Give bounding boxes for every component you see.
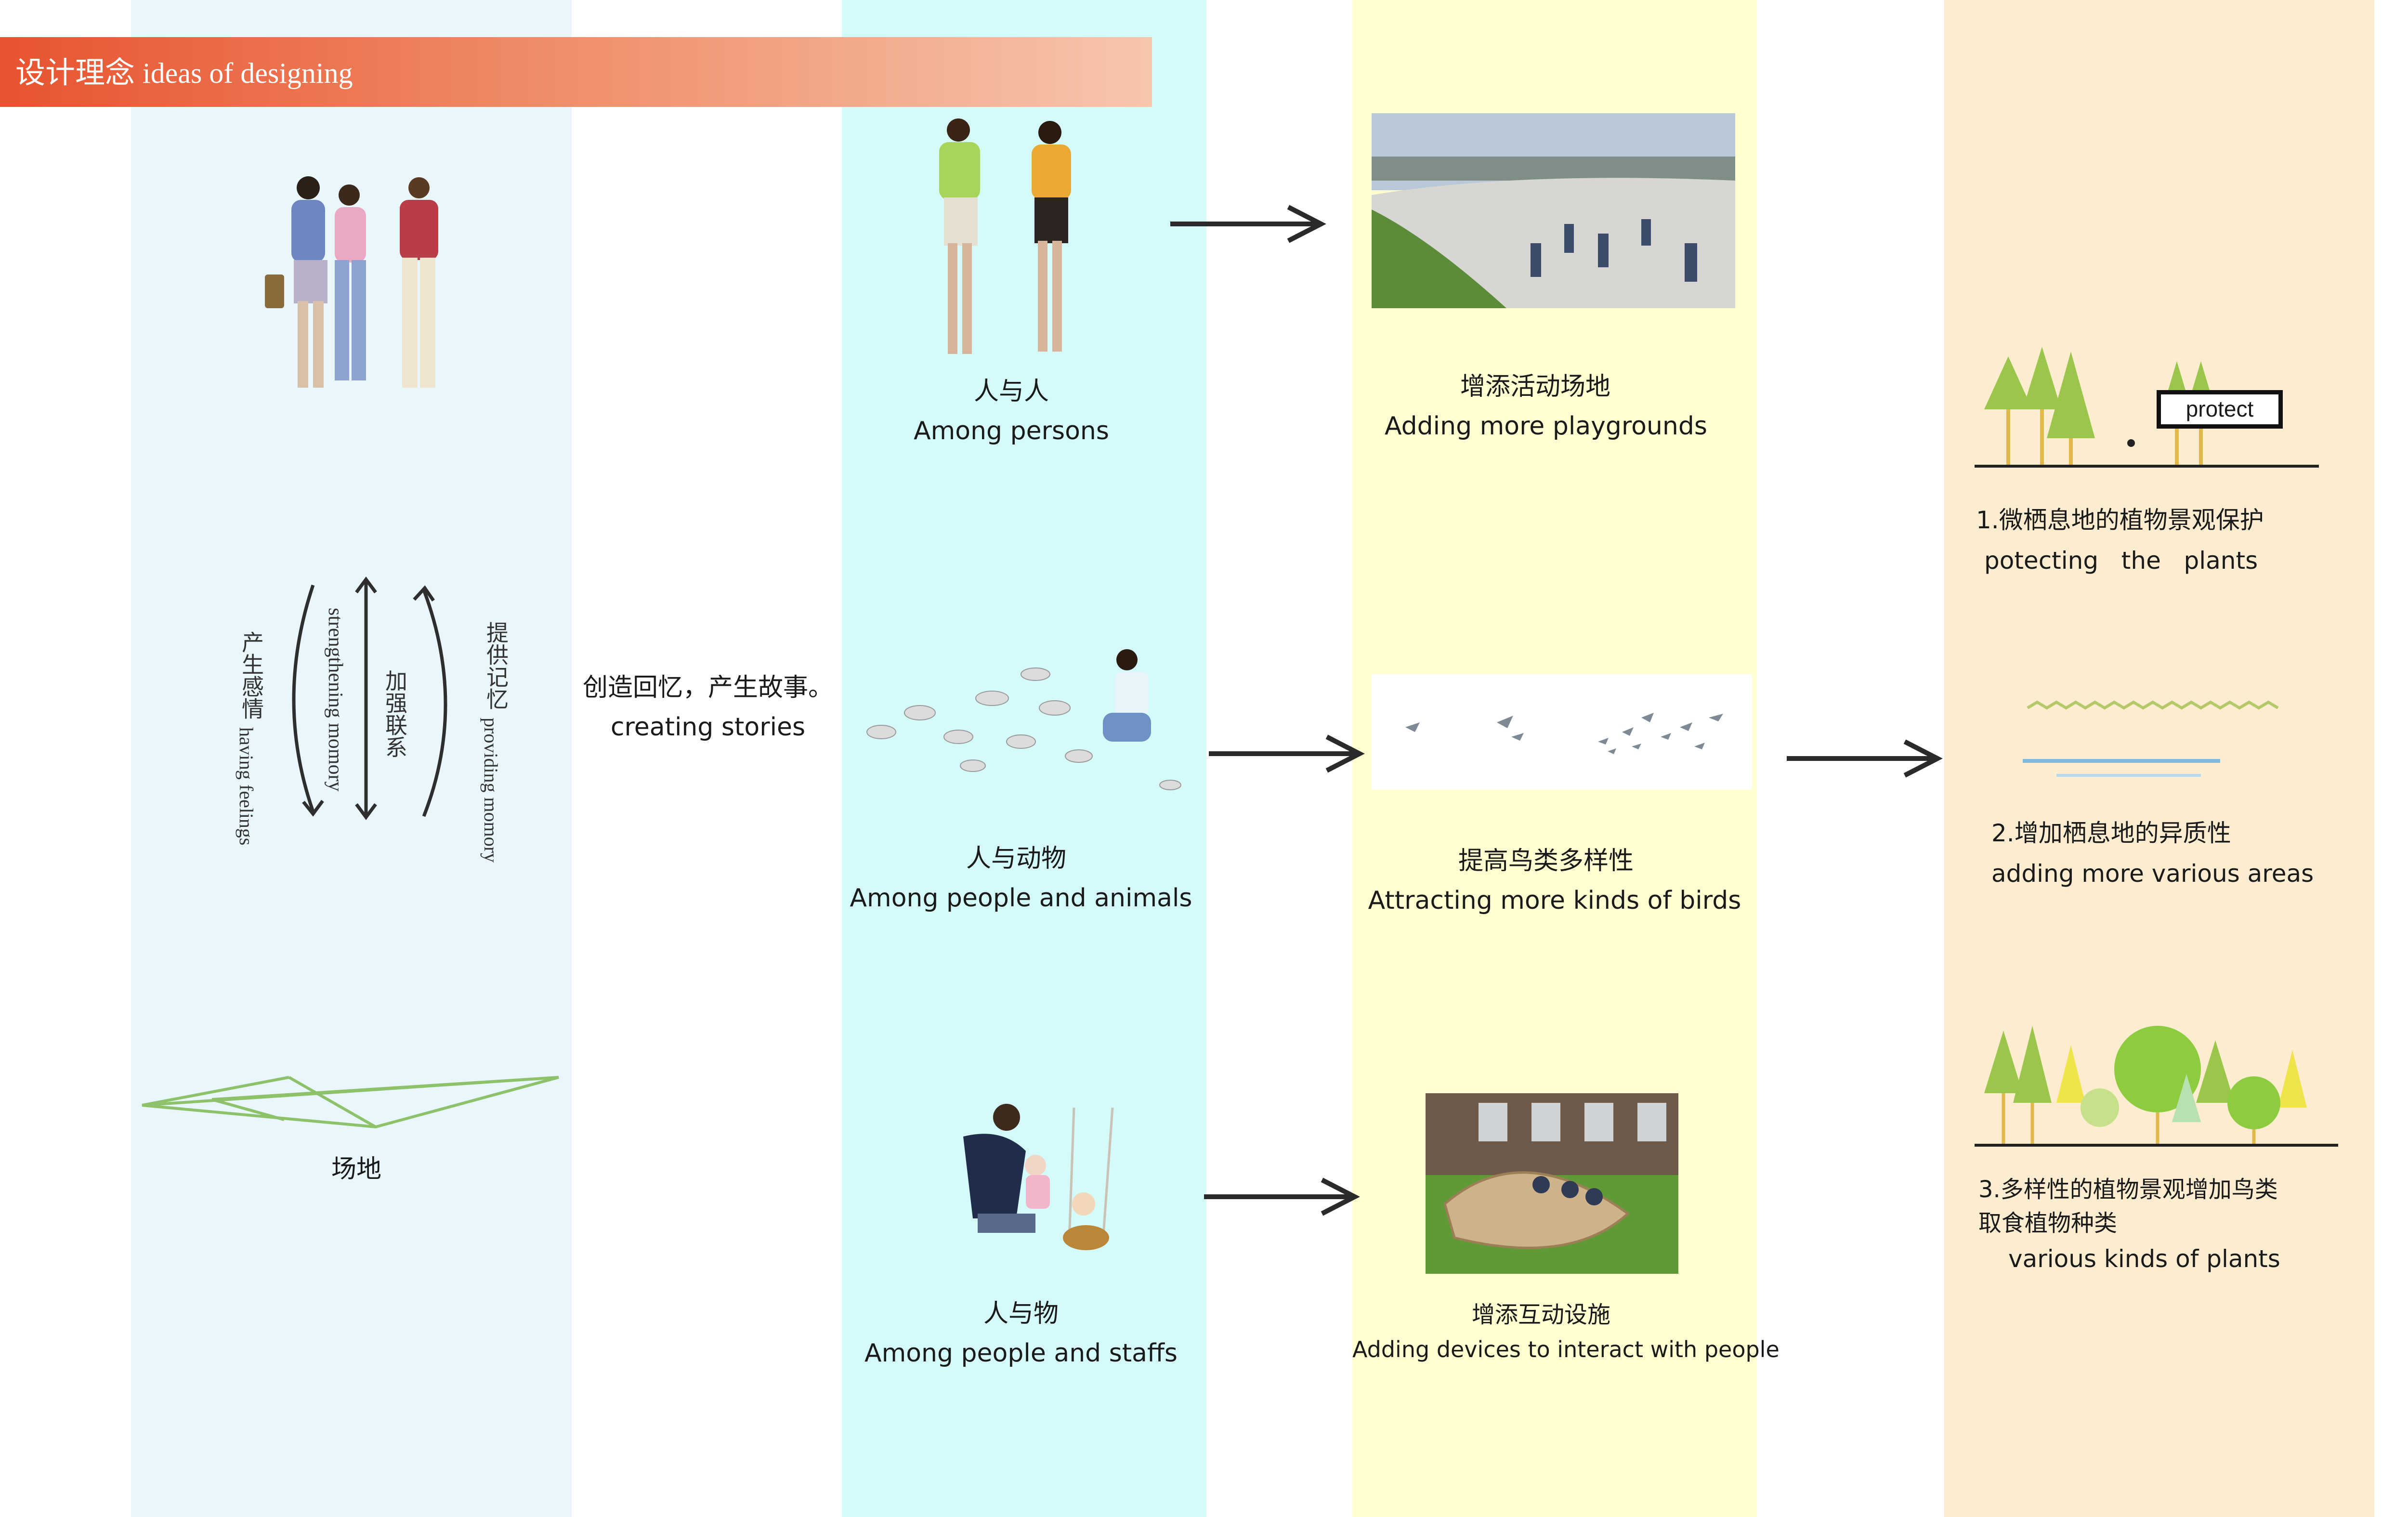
stories-en: creating stories <box>610 713 806 742</box>
goal-1-en: potecting the plants <box>1984 547 2258 575</box>
birds-in-flight-image <box>1372 674 1752 790</box>
diverse-plants-illustration <box>1975 1026 2338 1147</box>
woman-3 <box>400 177 438 388</box>
woman-feeding-pigeons-illustration <box>866 649 1181 790</box>
memory-right-inner: providing momory <box>480 718 502 863</box>
memory-left-inner: having feelings <box>236 727 257 846</box>
protect-sign: protect <box>2157 390 2283 429</box>
effect-3-en: Adding devices to interact with people <box>1352 1336 1780 1362</box>
relation-3-en: Among people and staffs <box>864 1339 1178 1368</box>
arrow-birds <box>1209 734 1365 773</box>
band-goals <box>1944 0 2374 1517</box>
woman-1 <box>265 176 327 388</box>
relation-2-en: Among people and animals <box>850 884 1192 913</box>
memory-loop-arrows <box>292 576 447 820</box>
effect-1-en: Adding more playgrounds <box>1384 412 1707 441</box>
memory-center-outer: strengthening momory <box>324 608 346 792</box>
memory-left-outer: 产生感情 <box>239 631 263 719</box>
memory-center-inner: 加强联系 <box>382 669 407 758</box>
stories-cn: 创造回忆，产生故事。 <box>582 673 833 702</box>
playground-photo <box>1372 113 1735 308</box>
protect-sign-label: protect <box>2186 396 2254 421</box>
effect-2-cn: 提高鸟类多样性 <box>1458 847 1634 876</box>
walking-women-illustration <box>265 176 438 388</box>
goal-3-en: various kinds of plants <box>2008 1245 2280 1273</box>
goal-2-en: adding more various areas <box>1991 860 2314 888</box>
relation-1-cn: 人与人 <box>973 377 1049 406</box>
goal-2-cn: 2.增加栖息地的异质性 <box>1991 819 2231 847</box>
site-plan-outline <box>142 1076 559 1129</box>
two-women-illustration <box>939 118 1071 354</box>
woman-2 <box>335 184 366 380</box>
left-curved-arrow <box>292 584 315 812</box>
right-curved-arrow <box>422 589 447 817</box>
goal-1-cn: 1.微栖息地的植物景观保护 <box>1976 506 2264 534</box>
habitat-lines-illustration <box>2023 700 2279 777</box>
effect-2-en: Attracting more kinds of birds <box>1368 886 1741 915</box>
header-title-en: ideas of designing <box>143 57 353 89</box>
effect-1-cn: 增添活动场地 <box>1460 372 1610 401</box>
arrow-to-goals <box>1787 739 1943 778</box>
goal-3-cn: 3.多样性的植物景观增加鸟类 取食植物种类 <box>1978 1176 2278 1237</box>
effect-3-cn: 增添互动设施 <box>1471 1301 1610 1328</box>
header-bar <box>0 37 1152 107</box>
arrow-playgrounds <box>1170 205 1326 243</box>
interactive-device-photo <box>1426 1093 1678 1274</box>
relation-1-en: Among persons <box>914 417 1109 445</box>
memory-right-outer: 提供记忆 <box>484 621 508 710</box>
relation-2-cn: 人与动物 <box>966 844 1066 873</box>
site-label: 场地 <box>331 1155 381 1184</box>
header-title-cn: 设计理念 <box>15 57 135 90</box>
band-people <box>842 0 1206 1517</box>
relation-3-cn: 人与物 <box>983 1299 1059 1328</box>
arrow-devices <box>1204 1177 1360 1216</box>
adult-child-swing-illustration <box>963 1104 1114 1250</box>
